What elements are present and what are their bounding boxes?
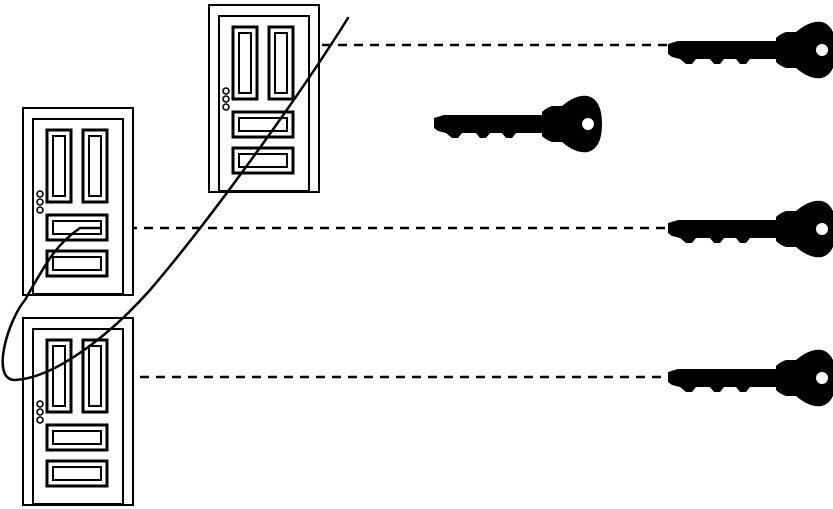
door-middle (21, 106, 135, 297)
key-loose (434, 95, 602, 153)
door-bottom (21, 316, 135, 507)
key-middle (668, 200, 833, 258)
key-bottom (668, 349, 833, 407)
door-top (207, 3, 321, 194)
freehand-curve (1, 16, 350, 382)
key-top (668, 21, 833, 79)
